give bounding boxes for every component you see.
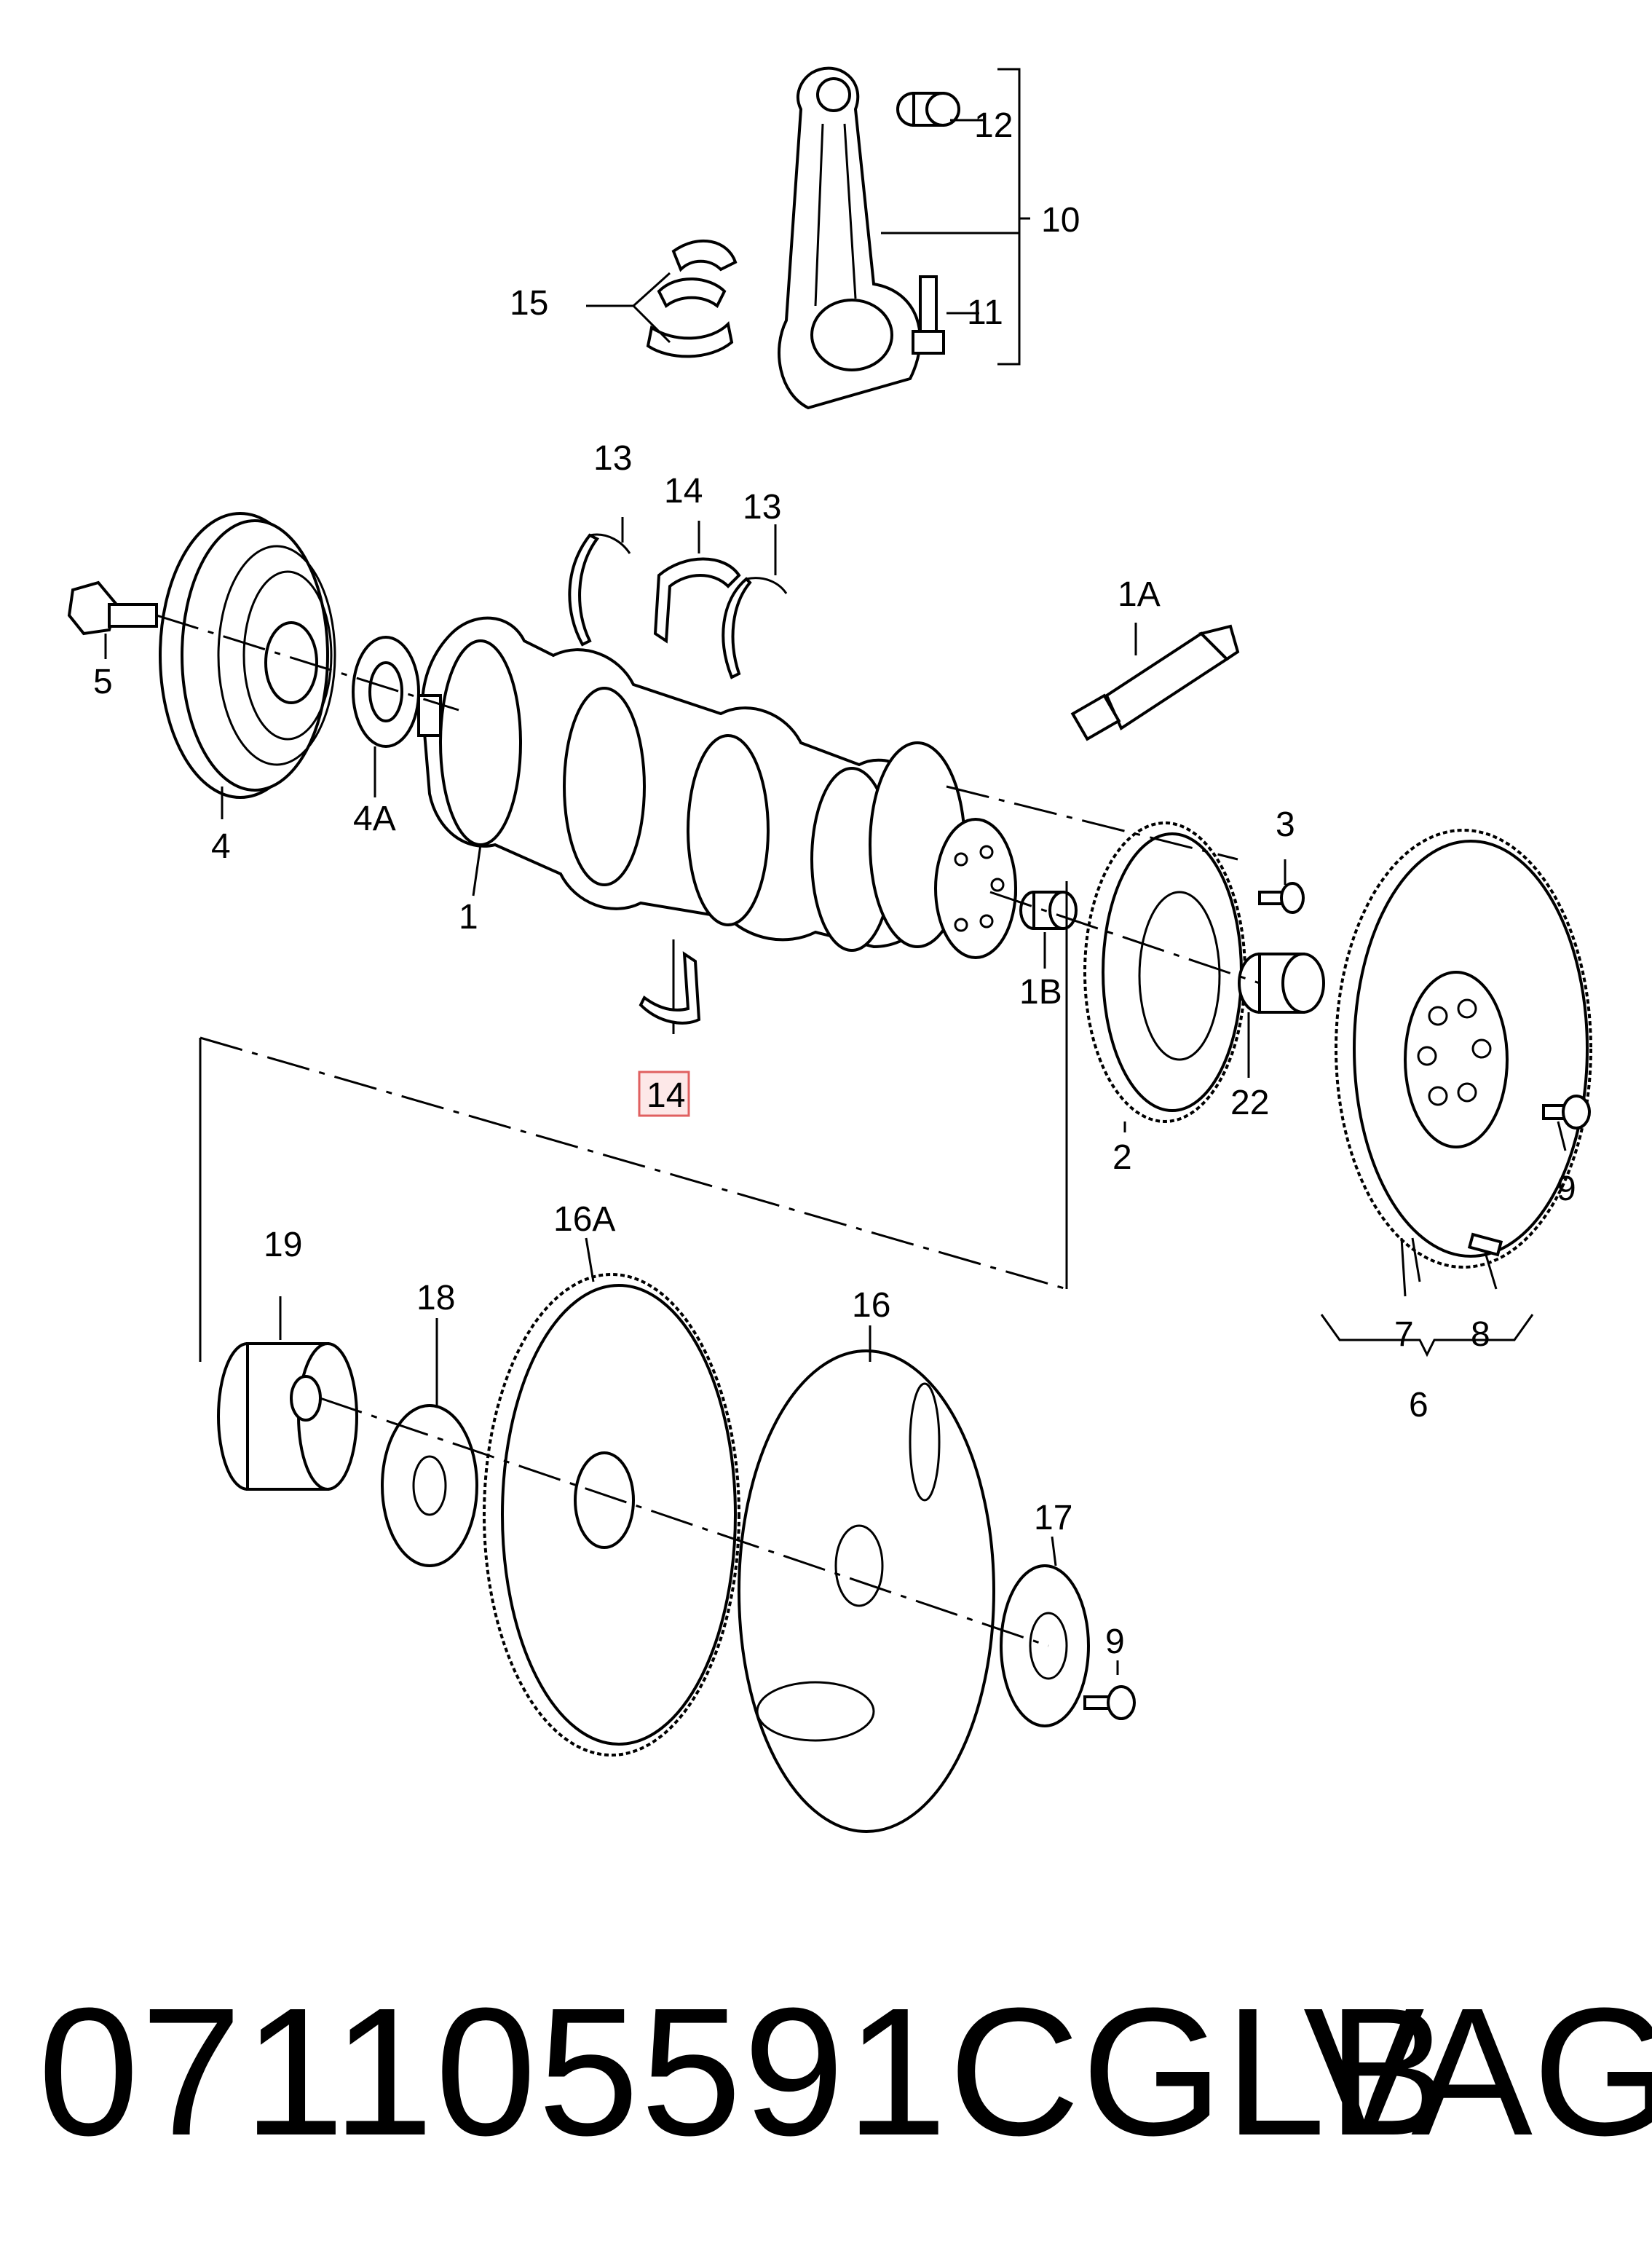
flywheel bbox=[1335, 829, 1592, 1269]
callout-9-upper: 9 bbox=[1557, 1170, 1576, 1208]
pilot-bush bbox=[1019, 891, 1078, 930]
thrust-washer-left bbox=[568, 533, 631, 647]
callout-18: 18 bbox=[416, 1279, 455, 1317]
callout-16: 16 bbox=[852, 1286, 890, 1325]
callout-12: 12 bbox=[974, 106, 1013, 145]
conrod-bolt bbox=[912, 275, 945, 355]
callout-11: 11 bbox=[967, 293, 1003, 332]
callout-1b: 1B bbox=[1019, 973, 1062, 1012]
callout-15: 15 bbox=[510, 284, 548, 323]
spacer-plate bbox=[381, 1404, 478, 1567]
main-bearing-shell-upper bbox=[653, 557, 741, 644]
callout-8: 8 bbox=[1471, 1315, 1490, 1354]
callout-14-highlighted: 14 bbox=[647, 1076, 685, 1115]
callout-2: 2 bbox=[1112, 1138, 1132, 1177]
callout-1: 1 bbox=[459, 898, 478, 937]
drive-plate-16 bbox=[738, 1349, 995, 1833]
callout-7: 7 bbox=[1394, 1315, 1414, 1354]
callout-4a: 4A bbox=[353, 800, 396, 838]
crankshaft bbox=[417, 616, 1017, 952]
needle-bearing bbox=[1238, 953, 1325, 1014]
callout-1a: 1A bbox=[1118, 575, 1161, 614]
callout-22: 22 bbox=[1230, 1084, 1269, 1122]
callout-17: 17 bbox=[1034, 1499, 1072, 1537]
crank-flange bbox=[934, 818, 1017, 959]
dowel-pin bbox=[1467, 1232, 1503, 1257]
callout-3: 3 bbox=[1276, 805, 1295, 844]
brand-name: VAG bbox=[1303, 1970, 1652, 2173]
conrod-bearing-shells bbox=[646, 239, 738, 358]
sealant-tube bbox=[1070, 624, 1240, 741]
highlight-box bbox=[638, 1071, 690, 1117]
callout-13-right: 13 bbox=[743, 488, 781, 527]
thrust-washer-4a bbox=[352, 636, 420, 748]
callout-5: 5 bbox=[93, 663, 113, 701]
callout-13-left: 13 bbox=[593, 439, 632, 478]
callout-9-lower: 9 bbox=[1105, 1623, 1125, 1661]
pulley-bolt bbox=[67, 580, 158, 636]
main-bearing-shell-lower bbox=[639, 951, 701, 1025]
drive-plate-bolt bbox=[1083, 1685, 1136, 1720]
flywheel-bolt bbox=[1542, 1095, 1591, 1130]
adapter-hub bbox=[217, 1342, 358, 1491]
callout-16a: 16A bbox=[553, 1200, 615, 1239]
callout-4: 4 bbox=[211, 827, 231, 866]
sensor-wheel-ring bbox=[1083, 821, 1246, 1123]
small-end-bush bbox=[896, 92, 960, 127]
exploded-parts-diagram: 12 10 11 15 13 14 13 1A 5 4A 4 1 1B 3 22… bbox=[67, 66, 1592, 1833]
ring-screw bbox=[1258, 882, 1305, 914]
vibration-damper-pulley bbox=[159, 512, 336, 799]
connecting-rod bbox=[778, 66, 922, 410]
thrust-washer-right bbox=[722, 577, 788, 679]
callout-19: 19 bbox=[264, 1226, 302, 1264]
reinforcement-ring bbox=[1000, 1564, 1090, 1727]
drive-plate-16a bbox=[483, 1273, 740, 1757]
part-number: 071105591CGLB bbox=[38, 1970, 1450, 2173]
callout-14-upper: 14 bbox=[664, 472, 703, 511]
callout-6: 6 bbox=[1409, 1386, 1428, 1424]
callout-10: 10 bbox=[1041, 201, 1080, 240]
